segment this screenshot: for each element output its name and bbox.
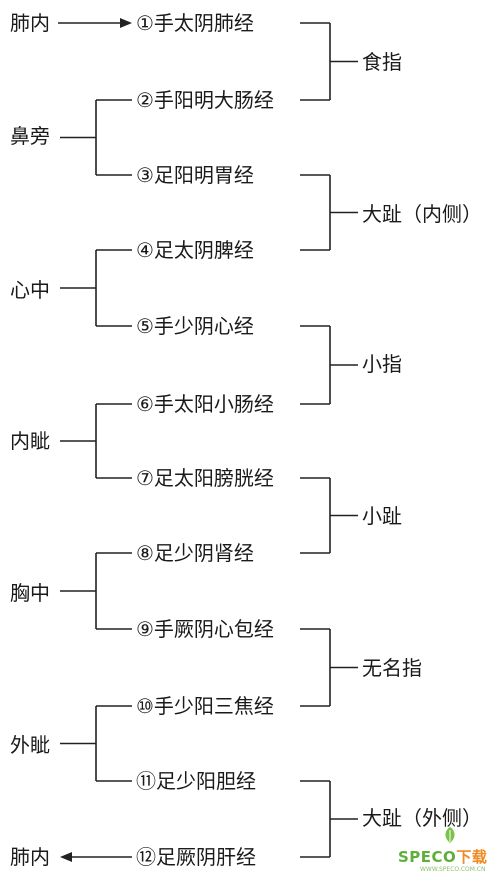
meridian-label-6: ⑥手太阳小肠经 xyxy=(136,392,274,416)
extremity-label-ring-finger: 无名指 xyxy=(362,656,422,680)
meridian-label-5: ⑤手少阴心经 xyxy=(136,314,254,338)
extremity-label-big-toe-medial: 大趾（内侧） xyxy=(362,202,482,226)
leaf-icon xyxy=(445,827,455,843)
meridian-label-11: ⑪足少阳胆经 xyxy=(136,769,256,793)
extremity-label-index-finger: 食指 xyxy=(362,50,402,74)
arrow-in-head xyxy=(120,18,132,28)
left-label-chest-center: 胸中 xyxy=(10,581,50,605)
watermark-brand: SPECO下载 xyxy=(398,848,488,866)
meridian-label-12: ⑫足厥阴肝经 xyxy=(136,845,256,869)
extremity-label-big-toe-lateral: 大趾（外侧） xyxy=(362,806,482,830)
left-label-lung-top: 肺内 xyxy=(10,11,50,35)
meridian-label-2: ②手阳明大肠经 xyxy=(136,88,274,112)
left-label-outer-canthus: 外眦 xyxy=(10,733,50,757)
arrow-out-head xyxy=(60,852,72,862)
meridian-label-10: ⑩手少阳三焦经 xyxy=(136,694,274,718)
meridian-label-4: ④足太阴脾经 xyxy=(136,238,254,262)
speco-watermark-logo: SPECO下载 WWW.SPECO.COM.CN xyxy=(398,826,494,878)
left-label-nose-side: 鼻旁 xyxy=(10,124,50,148)
extremity-label-little-finger: 小指 xyxy=(362,352,402,376)
watermark-url: WWW.SPECO.COM.CN xyxy=(420,866,486,873)
meridian-label-3: ③足阳明胃经 xyxy=(136,163,254,187)
meridian-label-1: ①手太阴肺经 xyxy=(136,11,254,35)
meridian-label-7: ⑦足太阳膀胱经 xyxy=(136,466,274,490)
meridian-label-8: ⑧足少阴肾经 xyxy=(136,541,254,565)
left-label-lung-bottom: 肺内 xyxy=(10,845,50,869)
meridian-label-9: ⑨手厥阴心包经 xyxy=(136,617,274,641)
left-label-inner-canthus: 内眦 xyxy=(10,429,50,453)
extremity-label-little-toe: 小趾 xyxy=(362,504,402,528)
left-label-heart-center: 心中 xyxy=(10,278,50,302)
